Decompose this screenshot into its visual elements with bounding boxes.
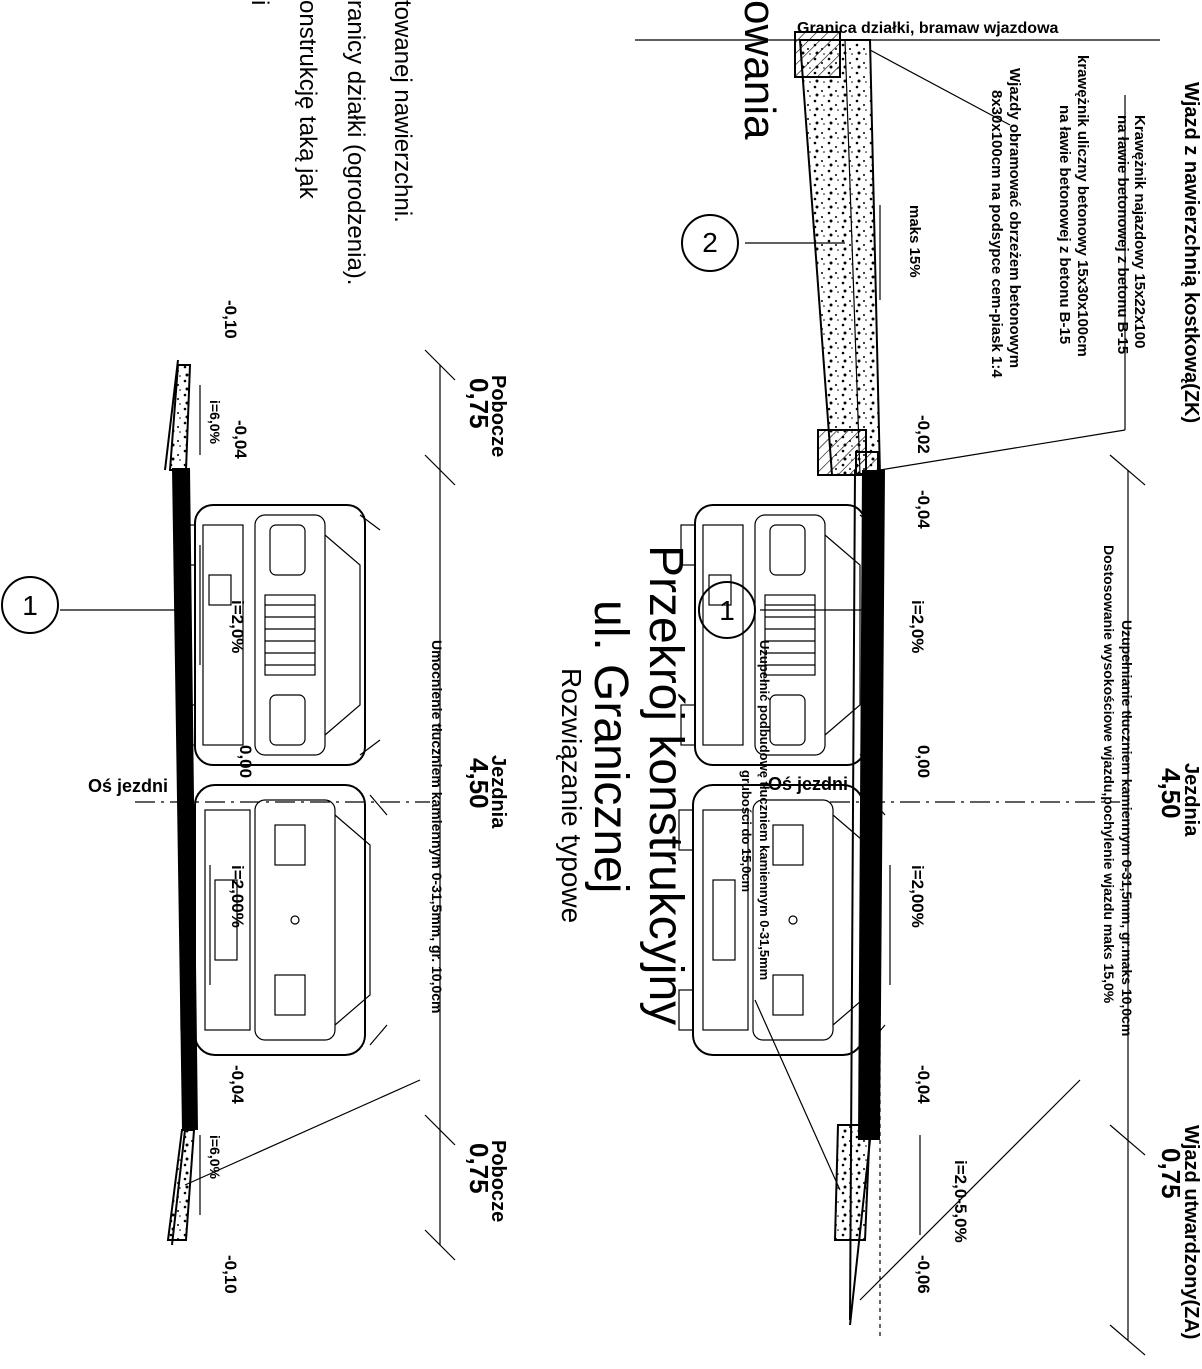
max-slope: maks 15%: [906, 205, 923, 278]
drawing-subtitle: Rozwiązanie typowe: [556, 668, 587, 923]
lower-shoulder-label-right: Pobocze: [487, 1140, 509, 1222]
upper-slope-3: i=2,0-5,0%: [951, 1160, 970, 1243]
curb-note-2: na ławie betonowej z betonu B-15: [1114, 115, 1131, 354]
upper-header-left: Wjazd z nawierzchnią kostkową(ZK): [1180, 82, 1202, 423]
marker-1-upper: 1: [719, 595, 735, 626]
lower-axis-label: Oś jezdni: [88, 776, 168, 796]
upper-roadway-width: 4,50: [1156, 768, 1186, 819]
marker-1-lower: 1: [22, 590, 38, 621]
lower-slope-2: i=2,0%: [228, 600, 247, 653]
upper-elev-b: -0,04: [914, 490, 933, 529]
lower-elev-c: 0,00: [236, 745, 255, 778]
lower-slope-3: i=2,00%: [228, 865, 247, 928]
lower-elev-a: -0,10: [221, 300, 240, 339]
lower-roadway-width: 4,50: [464, 758, 494, 809]
upper-elev-e: -0,06: [914, 1255, 933, 1294]
curb-note-3: krawężnik uliczny betonowy 15x30x100cm: [1074, 55, 1091, 357]
left-note-4: i: [246, 0, 273, 5]
upper-base-note-1: Uzupełnić podbudowę tłuczniem kamiennym …: [757, 640, 772, 980]
lower-slope-4: i=6,0%: [207, 1135, 223, 1180]
lower-elev-e: -0,10: [221, 1255, 240, 1294]
curb-note-1: Krawężnik najazdowy 15x22x100: [1131, 115, 1148, 348]
upper-elev-a: -0,02: [914, 415, 933, 454]
left-notes: towanej nawierzchni.: [389, 0, 416, 223]
drawing-title: Przekrój konstrukcyjny: [639, 545, 692, 1025]
curb-note-4: na ławie betonowej z betonu B-15: [1056, 105, 1073, 344]
upper-roadway-label: Jezdnia: [1180, 763, 1202, 837]
marker-1-upper-circle: [698, 581, 756, 639]
left-note-3: onstrukcję taką jak: [294, 0, 321, 200]
lower-section: 1: [1, 349, 456, 1261]
lower-slope-1: i=6,0%: [207, 400, 223, 445]
left-note-1: towanej nawierzchni.: [389, 0, 416, 223]
left-note-2: ranicy działki (ogrodzenia).: [342, 0, 369, 285]
upper-slope-2: i=2,00%: [908, 865, 927, 928]
upper-section: 2 1: [635, 31, 1160, 1356]
upper-fill-note-2: Dostosowanie wysokościowe wjazdu,pochyle…: [1101, 545, 1117, 1004]
lower-elev-d: -0,04: [228, 1065, 247, 1104]
marker-2-circle: [681, 214, 739, 272]
partial-heading: owania: [735, 0, 784, 140]
upper-elev-c: 0,00: [914, 745, 933, 778]
upper-axis-label: Oś jezdni: [768, 774, 848, 794]
lower-fill-note: Umocnienie tłuczniem kamiennym 0-31,5mm,…: [429, 640, 445, 1013]
upper-fill-note-1: Uzupełnianie tłuczniem kamiennym 0-31,5m…: [1119, 620, 1135, 1036]
upper-driveway-width: 0,75: [1156, 1148, 1186, 1199]
boundary-label: Granica działki, bramaw wjazdowa: [797, 20, 1059, 37]
lower-shoulder-width-right: 0,75: [464, 1143, 494, 1194]
upper-slope-1: i=2,0%: [908, 600, 927, 653]
lower-roadway-label: Jezdnia: [487, 755, 509, 829]
lower-shoulder-width-left: 0,75: [464, 378, 494, 429]
marker-1-lower-circle: [1, 576, 59, 634]
lower-shoulder-label-left: Pobocze: [487, 375, 509, 457]
marker-2: 2: [702, 227, 718, 258]
curb-note-5: Wjazdy obramować obrzeżem betonowym: [1006, 68, 1023, 368]
curb-note-6: 8x30x100cm na podsypce cem-piask 1:4: [988, 90, 1005, 378]
lower-elev-b: -0,04: [231, 420, 250, 459]
upper-base-note-2: grubości do 15,0cm: [739, 770, 754, 892]
upper-elev-d: -0,04: [914, 1065, 933, 1104]
drawing-title-line2: ul. Granicznej: [584, 600, 637, 893]
upper-header-right: Wjazd utwardzony(ZA): [1180, 1125, 1202, 1339]
